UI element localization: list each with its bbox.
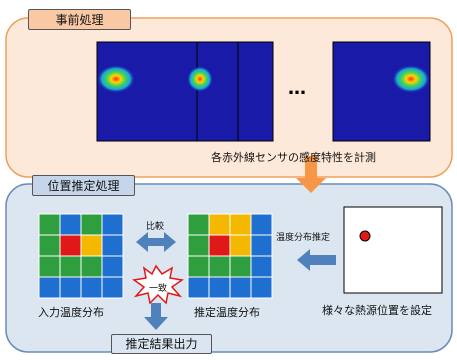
grid-cell <box>208 255 231 278</box>
result-down-arrow <box>144 303 168 330</box>
grid-cell <box>80 213 103 236</box>
down-arrow-orange <box>296 156 326 193</box>
preprocess-caption: 各赤外線センサの感度特性を計測 <box>211 151 376 164</box>
grid-cell <box>229 255 252 278</box>
grid-cell <box>229 276 252 299</box>
grid-cell <box>101 255 124 278</box>
grid-cell <box>187 234 210 257</box>
ellipsis: … <box>288 78 306 99</box>
input-temperature-grid <box>38 213 124 299</box>
estimated-temperature-grid <box>187 213 273 299</box>
grid-cell <box>208 213 231 236</box>
grid-cell <box>229 213 252 236</box>
grid-cell <box>187 276 210 299</box>
result-output-label: 推定結果出力 <box>111 334 212 354</box>
grid-cell <box>208 276 231 299</box>
grid-cell <box>80 255 103 278</box>
heatmap-frame-3 <box>237 41 274 142</box>
match-starburst <box>132 264 184 305</box>
grid-cell <box>208 234 231 257</box>
grid-cell <box>38 276 61 299</box>
compare-label: 比較 <box>146 222 165 232</box>
grid-cell <box>101 234 124 257</box>
preprocess-title: 事前処理 <box>28 9 131 30</box>
grid-cell <box>187 255 210 278</box>
grid-cell <box>80 276 103 299</box>
temperature-distribution-estimate-label: 温度分布推定 <box>276 233 331 243</box>
grid-cell <box>38 255 61 278</box>
grid-cell <box>250 255 273 278</box>
heat-source-dot <box>359 230 371 242</box>
match-label: 一致 <box>149 284 168 294</box>
heat-source-box <box>343 206 443 294</box>
grid-cell <box>59 255 82 278</box>
grid-cell <box>187 213 210 236</box>
heatmap-frame-1 <box>96 41 198 142</box>
grid-cell <box>59 276 82 299</box>
grid-cell <box>59 213 82 236</box>
heatmap-frame-last <box>332 41 431 142</box>
grid-cell <box>250 276 273 299</box>
estimation-title: 位置推定処理 <box>32 175 135 196</box>
compare-double-arrow <box>136 232 176 252</box>
grid-cell <box>229 234 252 257</box>
estimate-left-arrow <box>297 249 336 271</box>
grid-cell <box>101 213 124 236</box>
grid-cell <box>59 234 82 257</box>
grid-cell <box>250 213 273 236</box>
estimated-temperature-label: 推定温度分布 <box>194 306 260 319</box>
grid-cell <box>80 234 103 257</box>
input-temperature-label: 入力温度分布 <box>38 306 104 319</box>
grid-cell <box>38 234 61 257</box>
grid-cell <box>38 213 61 236</box>
grid-cell <box>250 234 273 257</box>
heat-source-label: 様々な熱源位置を設定 <box>322 304 432 317</box>
grid-cell <box>101 276 124 299</box>
